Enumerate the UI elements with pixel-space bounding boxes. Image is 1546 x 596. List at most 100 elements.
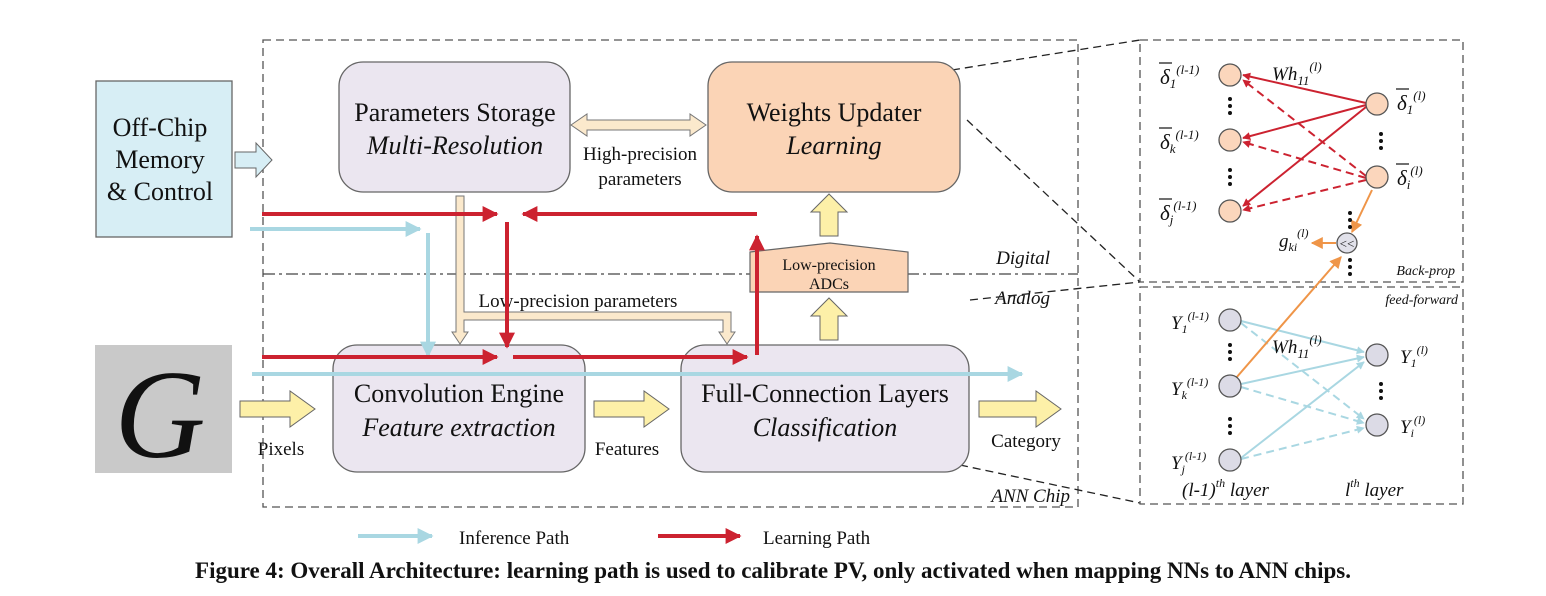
svg-text:Convolution Engine: Convolution Engine xyxy=(354,379,564,408)
features-arrow xyxy=(593,390,670,428)
adc-block: Low-precision ADCs xyxy=(749,242,909,293)
svg-text:Yj(l-1): Yj(l-1) xyxy=(1171,449,1206,476)
high-precision-label-1: High-precision xyxy=(583,144,697,165)
svg-text:lth layer: lth layer xyxy=(1345,476,1404,501)
memory-output-arrow xyxy=(234,141,273,179)
high-precision-label-2: parameters xyxy=(598,169,681,190)
svg-text:(l-1)th layer: (l-1)th layer xyxy=(1182,476,1270,501)
svg-text:gki(l): gki(l) xyxy=(1279,226,1309,254)
svg-text:Yi(l): Yi(l) xyxy=(1400,413,1425,440)
ff-node-left-j xyxy=(1218,448,1242,472)
legend: Inference Path Learning Path xyxy=(358,528,871,549)
svg-text:Feature extraction: Feature extraction xyxy=(361,413,555,442)
svg-text:Wh11(l): Wh11(l) xyxy=(1272,59,1322,88)
feedforward-nodes xyxy=(1218,308,1389,472)
ff-label-right-1: Y1(l) xyxy=(1400,343,1428,370)
ff-label-left-1: Y1(l-1) xyxy=(1171,309,1209,336)
feedforward-panel xyxy=(1139,286,1464,505)
backprop-node-right-1 xyxy=(1365,92,1389,116)
ann-chip-label: ANN Chip xyxy=(989,486,1070,507)
convolution-engine-block: Convolution Engine Feature extraction xyxy=(332,344,586,473)
feedforward-title: feed-forward xyxy=(1385,293,1459,308)
ff-node-right-i xyxy=(1365,413,1389,437)
backprop-to-shift-arrow xyxy=(1351,189,1373,234)
svg-text:δk(l-1): δk(l-1) xyxy=(1160,127,1199,156)
weights-updater-block: Weights Updater Learning xyxy=(707,61,961,193)
svg-text:Memory: Memory xyxy=(115,145,205,174)
svg-text:δj(l-1): δj(l-1) xyxy=(1160,198,1197,227)
backprop-panel xyxy=(1139,39,1464,283)
learning-path xyxy=(262,206,765,365)
gradient-label: gki(l) xyxy=(1279,226,1309,254)
svg-text:Yk(l-1): Yk(l-1) xyxy=(1171,375,1208,402)
svg-text:G: G xyxy=(115,346,206,485)
svg-text:Weights Updater: Weights Updater xyxy=(747,98,922,127)
backprop-label-left-j: δj(l-1) xyxy=(1159,198,1197,227)
ff-label-left-j: Yj(l-1) xyxy=(1171,449,1206,476)
pixels-arrow xyxy=(239,390,316,428)
svg-text:Classification: Classification xyxy=(753,413,897,442)
backprop-label-right-1: δ1(l) xyxy=(1396,88,1426,117)
backprop-title: Back-prop xyxy=(1396,264,1455,279)
svg-text:Full-Connection Layers: Full-Connection Layers xyxy=(701,379,949,408)
svg-text:Parameters Storage: Parameters Storage xyxy=(354,98,555,127)
pixels-label: Pixels xyxy=(258,439,304,460)
parameters-storage-block: Parameters Storage Multi-Resolution xyxy=(338,61,571,193)
zoom-connector-top xyxy=(951,39,1141,71)
svg-text:& Control: & Control xyxy=(107,177,213,206)
svg-text:Y1(l-1): Y1(l-1) xyxy=(1171,309,1209,336)
high-precision-double-arrow xyxy=(570,113,707,137)
ff-node-right-1 xyxy=(1365,343,1389,367)
backprop-node-right-i xyxy=(1365,165,1389,189)
svg-text:Low-precision: Low-precision xyxy=(782,257,875,274)
svg-text:Y1(l): Y1(l) xyxy=(1400,343,1428,370)
backprop-nodes xyxy=(1218,63,1389,223)
svg-text:ADCs: ADCs xyxy=(809,276,849,293)
inference-path xyxy=(250,221,1024,382)
fc-to-adc-arrow xyxy=(809,297,849,341)
svg-text:Learning: Learning xyxy=(785,131,881,160)
ff-node-left-k xyxy=(1218,374,1242,398)
svg-text:δ1(l): δ1(l) xyxy=(1397,88,1426,117)
backprop-label-right-i: δi(l) xyxy=(1396,163,1423,192)
ff-label-left-k: Yk(l-1) xyxy=(1171,375,1208,402)
svg-text:<<: << xyxy=(1340,236,1355,251)
ff-label-right-i: Yi(l) xyxy=(1400,413,1425,440)
legend-inference-label: Inference Path xyxy=(459,528,570,549)
category-arrow xyxy=(978,390,1062,428)
full-connection-block: Full-Connection Layers Classification xyxy=(680,344,970,473)
zoom-connector-upper xyxy=(966,119,1141,283)
backprop-ellipses xyxy=(1228,97,1383,276)
svg-text:δ1(l-1): δ1(l-1) xyxy=(1160,62,1199,91)
ff-node-left-1 xyxy=(1218,308,1242,332)
backprop-node-left-j xyxy=(1218,199,1242,223)
feedforward-ellipses xyxy=(1228,343,1383,435)
svg-text:Multi-Resolution: Multi-Resolution xyxy=(366,131,543,160)
layer-label-left: (l-1)th layer xyxy=(1182,476,1270,501)
svg-text:δi(l): δi(l) xyxy=(1397,163,1423,192)
feedforward-to-shift-arrow xyxy=(1235,256,1342,379)
category-label: Category xyxy=(991,431,1061,452)
backprop-label-left-1: δ1(l-1) xyxy=(1159,62,1199,91)
off-chip-memory-block: Off-Chip Memory & Control xyxy=(95,80,233,238)
figure-caption: Figure 4: Overall Architecture: learning… xyxy=(195,558,1351,583)
zoom-connector-mid xyxy=(969,281,1141,301)
analog-label: Analog xyxy=(993,288,1050,309)
features-label: Features xyxy=(595,439,659,460)
shift-operator: << xyxy=(1336,232,1358,254)
backprop-node-left-k xyxy=(1218,128,1242,152)
svg-text:Off-Chip: Off-Chip xyxy=(113,113,208,142)
layer-label-right: lth layer xyxy=(1345,476,1404,501)
backprop-connections xyxy=(1242,72,1367,213)
backprop-label-left-k: δk(l-1) xyxy=(1159,127,1199,156)
legend-learning-label: Learning Path xyxy=(763,528,871,549)
low-precision-param-path xyxy=(451,195,736,345)
backprop-weight-label: Wh11(l) xyxy=(1272,59,1322,88)
feedforward-weight-label: Wh11(l) xyxy=(1272,332,1322,361)
svg-text:Wh11(l): Wh11(l) xyxy=(1272,332,1322,361)
backprop-node-left-1 xyxy=(1218,63,1242,87)
input-image: G xyxy=(95,345,232,485)
low-precision-params-label: Low-precision parameters xyxy=(479,291,678,312)
adc-to-updater-arrow xyxy=(809,193,849,237)
